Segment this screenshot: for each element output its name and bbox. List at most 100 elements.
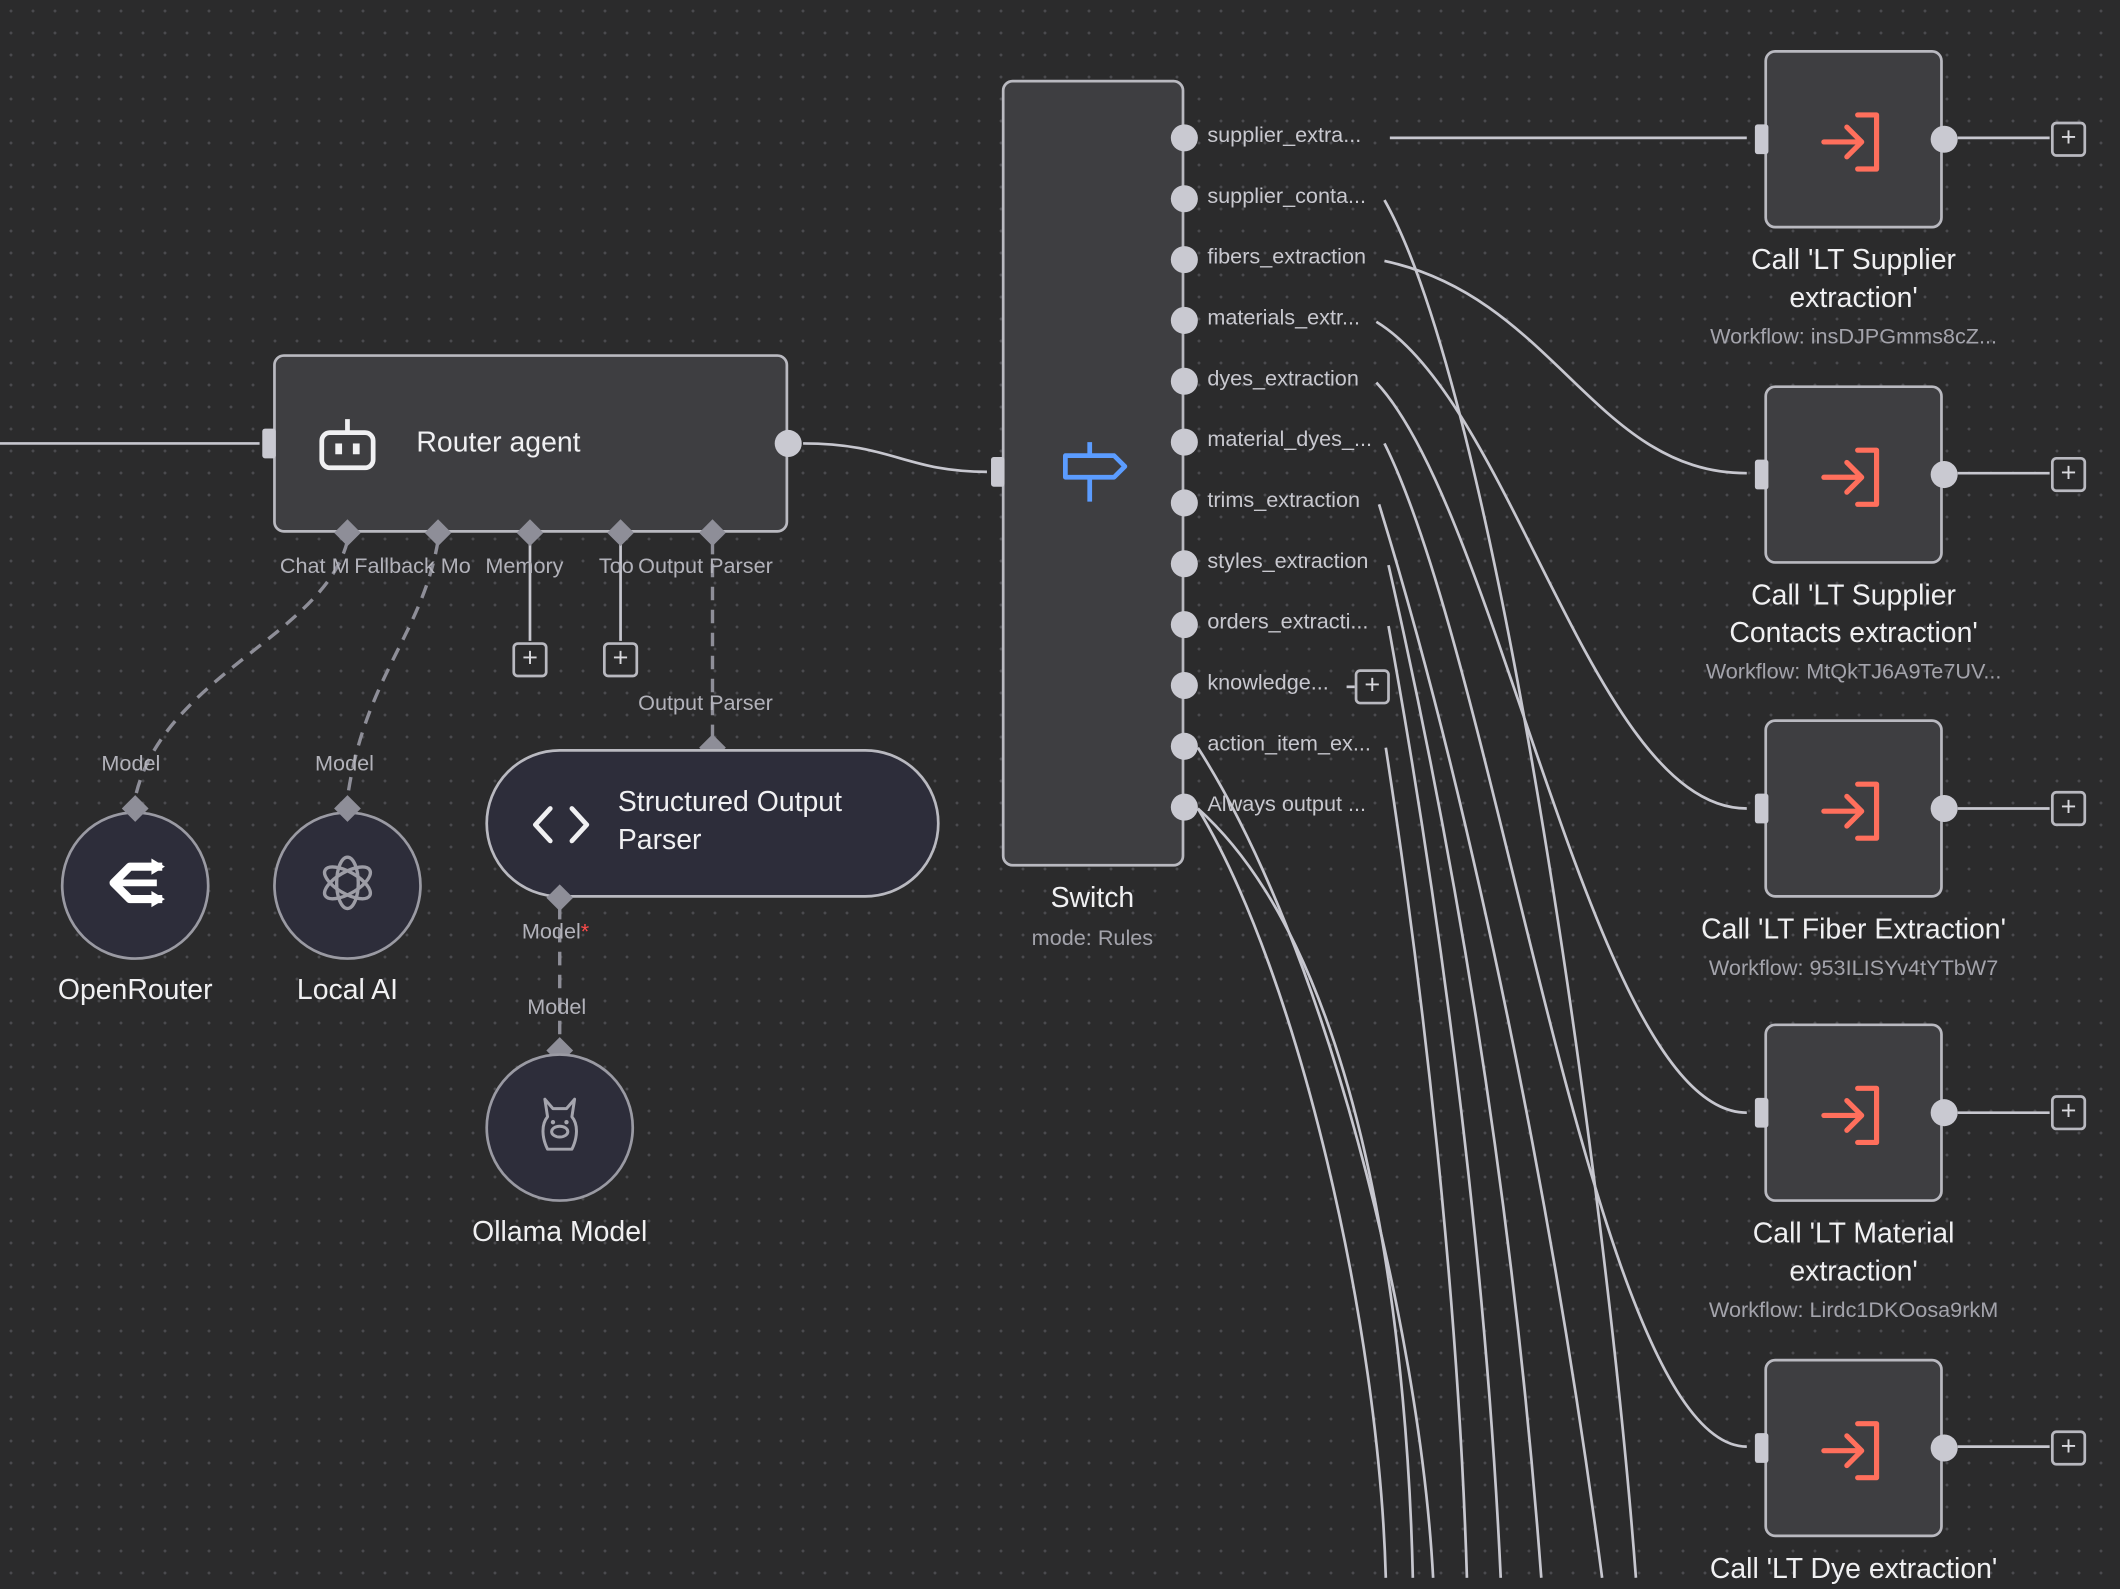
router-agent-input-handle[interactable] [262,428,276,459]
ollama-model-node[interactable] [485,1053,635,1202]
switch-output-label: fibers_extraction [1207,246,1367,270]
ollama-model-title: Ollama Model [472,1216,648,1248]
execute-workflow-title-line1: Call 'LT Material [1752,1218,1955,1250]
add-next-node-button[interactable]: + [2050,790,2087,827]
execute-workflow-title-line2: extraction' [1789,282,1918,314]
add-next-node-button[interactable]: + [2050,1430,2087,1466]
connection-switch-out-11b-tail [1196,807,1388,1578]
switch-output-label: Always output ... [1207,793,1367,817]
switch-node[interactable] [1001,79,1185,867]
switch-output-handle[interactable] [1170,428,1198,456]
add-next-node-button[interactable]: + [2050,1095,2087,1131]
openrouter-port-label: Model [101,753,161,777]
switch-output-handle[interactable] [1170,306,1198,334]
execute-workflow-output-handle[interactable] [1930,1099,1958,1127]
execute-workflow-subtitle: Workflow: Lirdc1DKOosa9rkM [1708,1299,1999,1323]
execute-workflow-icon [1818,442,1888,512]
switch-output-label: action_item_ex... [1207,732,1371,756]
robot-icon [311,408,384,481]
fallback-model-port-label: Fallback Mo [354,555,471,579]
switch-output-handle[interactable] [1170,185,1198,213]
execute-workflow-output-handle[interactable] [1930,461,1958,489]
openrouter-node[interactable] [60,811,210,960]
router-agent-output-handle[interactable] [774,429,802,457]
switch-output-label: supplier_conta... [1207,185,1367,209]
code-brackets-icon [531,795,590,854]
switch-output-handle[interactable] [1170,732,1198,760]
execute-workflow-node[interactable] [1764,719,1943,898]
connection-switch-out-5 [1383,442,1747,1448]
openai-icon [316,851,378,920]
connection-localai-to-fallback-model [345,540,440,798]
execute-workflow-output-handle[interactable] [1930,125,1958,153]
switch-output-label: trims_extraction [1207,489,1361,513]
execute-workflow-input-handle[interactable] [1754,1097,1769,1128]
parser-top-port-label: Output Parser [638,692,773,716]
execute-workflow-title-line2: extraction' [1789,1256,1918,1288]
switch-output-label: supplier_extra... [1207,124,1362,148]
router-agent-node[interactable]: Router agent [273,354,789,533]
switch-output-handle[interactable] [1170,124,1198,152]
add-tool-button[interactable]: + [602,642,639,678]
execute-workflow-icon [1818,776,1888,846]
chat-model-port-label: Chat M [279,555,350,579]
parser-title-line2: Parser [617,824,702,856]
add-next-node-button[interactable]: + [2050,456,2087,493]
execute-workflow-title-line1: Call 'LT Supplier [1751,580,1956,612]
switch-output-label: styles_extraction [1207,550,1369,574]
local-ai-node[interactable] [273,811,422,960]
switch-output-label: dyes_extraction [1207,367,1359,391]
switch-output-label: material_dyes_... [1207,428,1373,452]
openrouter-icon [103,855,168,916]
execute-workflow-input-handle[interactable] [1754,793,1769,824]
connection-switch-out-3 [1375,320,1747,810]
execute-workflow-subtitle: Workflow: MtQkTJ6A9Te7UV... [1705,661,2002,685]
switch-output-handle[interactable] [1170,793,1198,821]
connection-switch-out-8-tail [1387,625,1503,1578]
execute-workflow-icon [1818,107,1888,177]
connection-router-to-switch [803,442,987,474]
switch-output-handle[interactable] [1170,246,1198,274]
tool-port-label: Too [598,555,634,579]
required-marker: * [580,920,590,944]
execute-workflow-input-handle[interactable] [1754,459,1769,490]
switch-output-handle[interactable] [1170,367,1198,395]
execute-workflow-icon [1818,1080,1888,1150]
parser-title-line1: Structured Output [617,786,842,818]
add-knowledge-button[interactable]: + [1354,669,1390,705]
add-next-node-button[interactable]: + [2050,121,2087,157]
switch-output-handle[interactable] [1170,671,1198,699]
output-parser-port-label: Output Parser [638,555,773,579]
execute-workflow-icon [1818,1416,1888,1486]
switch-output-label: materials_extr... [1207,306,1361,330]
execute-workflow-node[interactable] [1764,1023,1943,1202]
switch-subtitle: mode: Rules [1031,927,1154,951]
execute-workflow-node[interactable] [1764,50,1943,229]
connection-switch-out-6-tail [1377,503,1604,1578]
switch-output-label: knowledge... [1207,671,1329,695]
add-memory-button[interactable]: + [512,642,548,678]
execute-workflow-subtitle: Workflow: insDJPGmms8cZ... [1710,325,1998,349]
switch-output-label: orders_extracti... [1207,611,1369,635]
execute-workflow-input-handle[interactable] [1754,1433,1769,1463]
memory-port-label: Memory [485,555,564,579]
execute-workflow-node[interactable] [1764,1358,1943,1538]
switch-output-handle[interactable] [1170,550,1198,578]
signpost-icon [1059,437,1132,510]
execute-workflow-input-handle[interactable] [1754,124,1769,155]
execute-workflow-node[interactable] [1764,385,1943,564]
switch-input-handle[interactable] [991,456,1005,487]
execute-workflow-subtitle: Workflow: 953ILISYv4tYTbW7 [1708,957,1999,981]
execute-workflow-output-handle[interactable] [1930,794,1958,823]
connection-switch-out-10b-tail [1196,746,1435,1578]
local-ai-title: Local AI [296,974,398,1006]
structured-output-parser-node[interactable]: Structured Output Parser [485,749,940,898]
connection-switch-out-11-tail [1196,807,1415,1578]
parser-model-port-label: Model* [521,920,590,944]
switch-output-handle[interactable] [1170,611,1198,639]
execute-workflow-output-handle[interactable] [1930,1434,1958,1462]
switch-output-handle[interactable] [1170,489,1198,517]
execute-workflow-title-line1: Call 'LT Dye extraction' [1709,1553,1998,1585]
